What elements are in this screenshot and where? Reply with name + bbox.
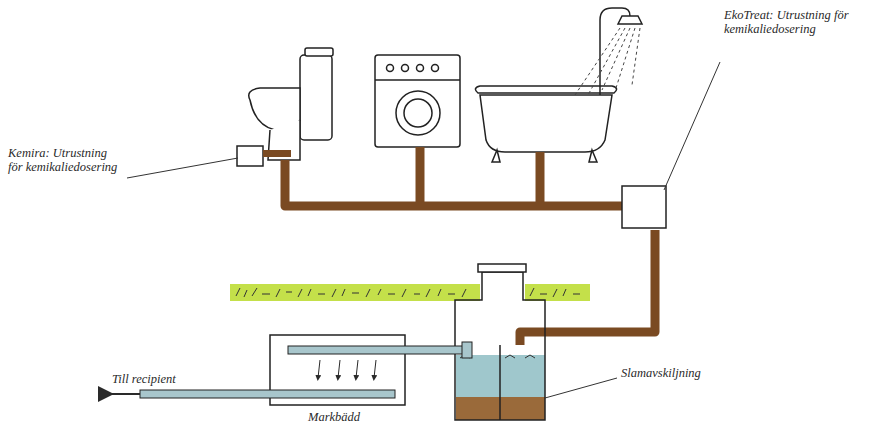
dosing-box [622,186,666,228]
ground-surface [230,284,590,301]
part-label: Slamavskiljning [621,366,701,380]
toilet [249,48,333,160]
dosing-pipe [263,150,291,157]
washing-machine [375,55,460,147]
sludge-tank [455,264,545,420]
callout-text: Kemira: Utrustning för kemikaliedosering [8,146,124,174]
soil-bed [106,335,472,405]
callout-text: EkoTreat: Utrustning för kemikaliedoseri… [724,8,852,36]
part-label: Markbädd [308,410,360,424]
dosing-box [237,146,263,166]
drain-pipe [285,147,655,345]
leader-line [127,158,238,178]
outlet-label: Till recipient [112,372,176,386]
leader-line [664,62,720,190]
bathtub [475,8,642,162]
shower-spray [575,28,640,95]
leader-line [545,378,617,398]
